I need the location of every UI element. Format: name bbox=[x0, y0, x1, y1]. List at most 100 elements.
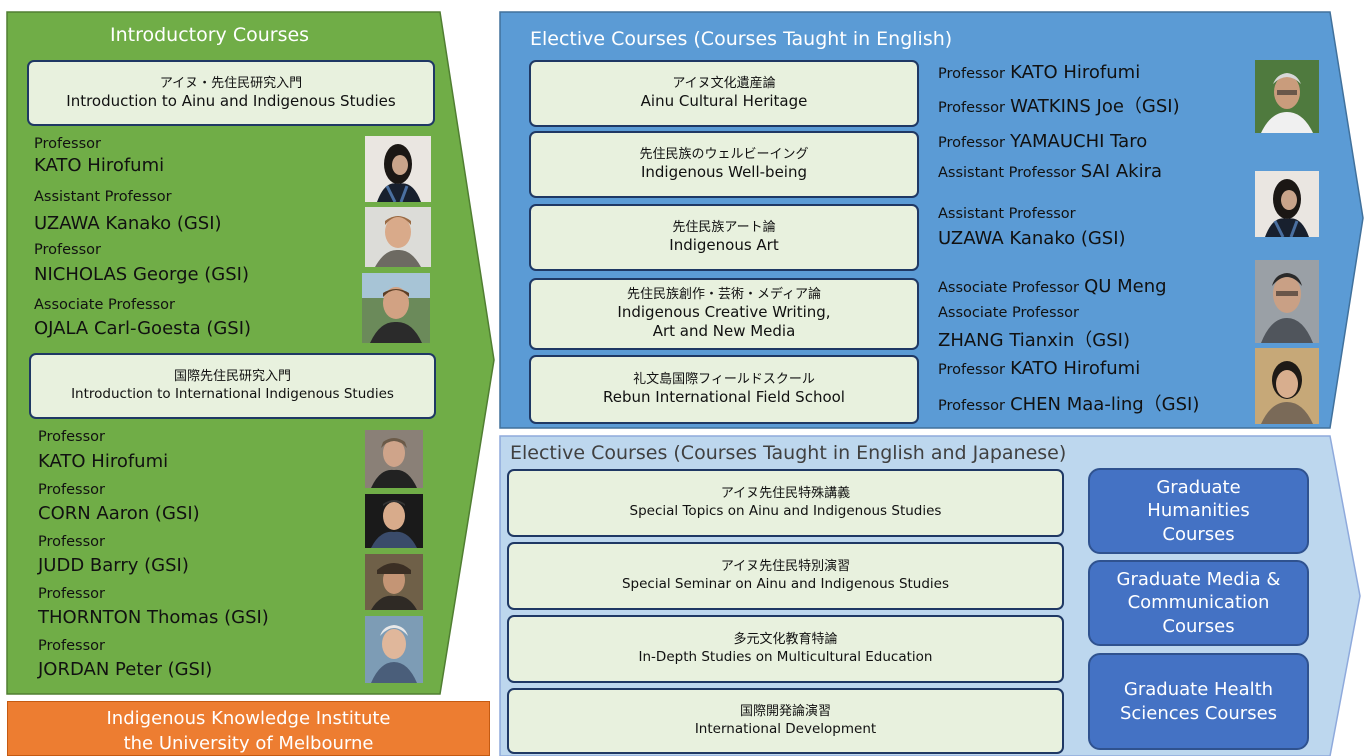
grad-line1: Graduate Media & bbox=[1116, 568, 1281, 590]
role: Professor bbox=[38, 586, 105, 602]
person-name: OJALA Carl-Goesta (GSI) bbox=[34, 318, 252, 339]
portrait-photo bbox=[365, 430, 423, 488]
course-en: Indigenous Well-being bbox=[640, 163, 808, 182]
role: Professor bbox=[34, 242, 101, 258]
course-jp: アイヌ・先住民研究入門 bbox=[159, 75, 303, 91]
role: Professor bbox=[938, 362, 1005, 378]
role: Assistant Professor bbox=[938, 165, 1076, 181]
graduate-media-communication-button[interactable]: Graduate Media & Communication Courses bbox=[1088, 560, 1309, 646]
course-indigenous-wellbeing[interactable]: 先住民族のウェルビーイング Indigenous Well-being bbox=[529, 131, 919, 198]
person-name: JORDAN Peter (GSI) bbox=[38, 659, 213, 680]
grad-line1: Graduate Health bbox=[1123, 679, 1274, 701]
course-creative-writing[interactable]: 先住民族創作・芸術・メディア論 Indigenous Creative Writ… bbox=[529, 278, 919, 350]
course-international-development[interactable]: 国際開発論演習 International Development bbox=[507, 688, 1064, 754]
course-en: In-Depth Studies on Multicultural Educat… bbox=[638, 648, 933, 665]
portrait-photo bbox=[365, 494, 423, 548]
course-en: Ainu Cultural Heritage bbox=[640, 92, 808, 111]
portrait-photo bbox=[1255, 60, 1319, 133]
elective-english-japanese-title: Elective Courses (Courses Taught in Engl… bbox=[510, 442, 1067, 464]
course-jp: 多元文化教育特論 bbox=[733, 632, 838, 648]
role: Professor bbox=[938, 398, 1005, 414]
course-en: Introduction to Ainu and Indigenous Stud… bbox=[66, 91, 396, 110]
staff-line: Professor KATO Hirofumi bbox=[938, 62, 1140, 83]
introductory-title: Introductory Courses bbox=[110, 24, 310, 46]
role: Professor bbox=[938, 100, 1005, 116]
grad-line1: Graduate bbox=[1156, 476, 1241, 498]
course-en: Indigenous Creative Writing, bbox=[617, 303, 831, 322]
course-jp: 先住民族のウェルビーイング bbox=[639, 147, 809, 162]
course-en: Special Topics on Ainu and Indigenous St… bbox=[629, 502, 942, 519]
course-rebun-field-school[interactable]: 礼文島国際フィールドスクール Rebun International Field… bbox=[529, 355, 919, 424]
course-jp: 先住民族アート論 bbox=[672, 220, 776, 235]
graduate-health-sciences-button[interactable]: Graduate Health Sciences Courses bbox=[1088, 653, 1309, 750]
person-name: CORN Aaron (GSI) bbox=[38, 503, 200, 524]
staff-line: Professor CHEN Maa-ling（GSI) bbox=[938, 390, 1199, 416]
portrait-photo bbox=[365, 616, 423, 683]
course-jp: 国際先住民研究入門 bbox=[173, 369, 291, 385]
institute-banner: Indigenous Knowledge Institute the Unive… bbox=[7, 701, 490, 756]
graduate-humanities-button[interactable]: Graduate Humanities Courses bbox=[1088, 468, 1309, 554]
role: Professor bbox=[38, 482, 105, 498]
person-name: NICHOLAS George (GSI) bbox=[34, 264, 250, 285]
person-name: UZAWA Kanako (GSI) bbox=[34, 213, 222, 234]
person-name: ZHANG Tianxin（GSI) bbox=[938, 330, 1130, 351]
person-name: WATKINS Joe（GSI) bbox=[1010, 96, 1180, 117]
role: Professor bbox=[38, 534, 105, 550]
person-name: JUDD Barry (GSI) bbox=[38, 555, 189, 576]
portrait-photo bbox=[365, 554, 423, 610]
course-en-line2: Art and New Media bbox=[652, 322, 796, 341]
person-name: CHEN Maa-ling（GSI) bbox=[1010, 394, 1200, 415]
staff-line: Professor KATO Hirofumi bbox=[938, 358, 1140, 379]
role: Associate Professor bbox=[34, 297, 175, 313]
person-name: QU Meng bbox=[1084, 276, 1167, 297]
role: Professor bbox=[34, 136, 101, 152]
course-indigenous-art[interactable]: 先住民族アート論 Indigenous Art bbox=[529, 204, 919, 271]
role: Associate Professor bbox=[938, 305, 1079, 321]
role: Professor bbox=[38, 638, 105, 654]
staff-line: Assistant Professor SAI Akira bbox=[938, 161, 1162, 182]
person-name: KATO Hirofumi bbox=[38, 451, 169, 472]
course-special-seminar[interactable]: アイヌ先住民特別演習 Special Seminar on Ainu and I… bbox=[507, 542, 1064, 610]
course-en: Indigenous Art bbox=[669, 236, 779, 255]
role: Assistant Professor bbox=[938, 206, 1076, 222]
portrait-photo bbox=[362, 273, 430, 343]
course-multicultural-education[interactable]: 多元文化教育特論 In-Depth Studies on Multicultur… bbox=[507, 615, 1064, 683]
course-intl-indigenous[interactable]: 国際先住民研究入門 Introduction to International … bbox=[29, 353, 436, 419]
role: Professor bbox=[38, 429, 105, 445]
portrait-photo bbox=[1255, 260, 1319, 343]
role: Professor bbox=[938, 135, 1005, 151]
portrait-photo bbox=[1255, 348, 1319, 424]
institute-line2: the University of Melbourne bbox=[123, 733, 374, 754]
institute-line1: Indigenous Knowledge Institute bbox=[106, 708, 391, 729]
staff-line: Associate Professor QU Meng bbox=[938, 276, 1167, 297]
staff-line: Professor YAMAUCHI Taro bbox=[938, 131, 1147, 152]
elective-english-title: Elective Courses (Courses Taught in Engl… bbox=[530, 28, 953, 50]
course-jp: 国際開発論演習 bbox=[739, 704, 831, 720]
course-jp: 先住民族創作・芸術・メディア論 bbox=[626, 287, 822, 303]
course-jp: アイヌ先住民特殊講義 bbox=[720, 486, 851, 502]
role: Professor bbox=[938, 66, 1005, 82]
grad-line2: Communication bbox=[1127, 592, 1270, 614]
course-special-topics[interactable]: アイヌ先住民特殊講義 Special Topics on Ainu and In… bbox=[507, 469, 1064, 537]
grad-line2: Sciences Courses bbox=[1119, 702, 1278, 724]
course-en: Special Seminar on Ainu and Indigenous S… bbox=[621, 575, 950, 592]
role: Assistant Professor bbox=[34, 189, 172, 205]
grad-line3: Courses bbox=[1162, 523, 1235, 545]
person-name: SAI Akira bbox=[1080, 161, 1163, 182]
grad-line3: Courses bbox=[1162, 615, 1235, 637]
person-name: YAMAUCHI Taro bbox=[1010, 131, 1148, 152]
person-name: KATO Hirofumi bbox=[1010, 358, 1141, 379]
portrait-photo bbox=[365, 207, 431, 267]
course-jp: 礼文島国際フィールドスクール bbox=[633, 372, 815, 387]
course-intro-ainu[interactable]: アイヌ・先住民研究入門 Introduction to Ainu and Ind… bbox=[27, 60, 435, 126]
grad-line2: Humanities bbox=[1147, 500, 1250, 522]
role: Associate Professor bbox=[938, 280, 1079, 296]
course-jp: アイヌ文化遺産論 bbox=[672, 76, 776, 91]
person-name: KATO Hirofumi bbox=[34, 155, 165, 176]
staff-line: Professor WATKINS Joe（GSI) bbox=[938, 92, 1180, 118]
course-jp: アイヌ先住民特別演習 bbox=[720, 559, 851, 575]
course-ainu-cultural-heritage[interactable]: アイヌ文化遺産論 Ainu Cultural Heritage bbox=[529, 60, 919, 127]
portrait-photo bbox=[365, 136, 431, 202]
person-name: THORNTON Thomas (GSI) bbox=[38, 607, 269, 628]
course-en: Introduction to International Indigenous… bbox=[71, 385, 394, 402]
